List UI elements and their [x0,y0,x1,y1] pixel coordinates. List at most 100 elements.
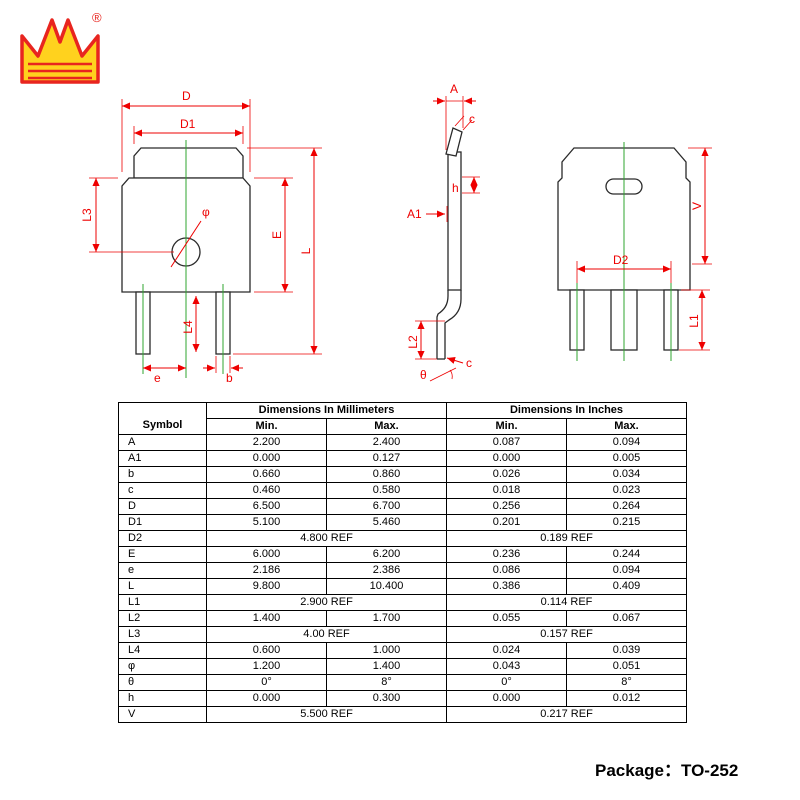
value-cell: 6.200 [326,546,447,563]
value-cell: 8° [326,674,447,691]
value-cell: 0.026 [446,466,567,483]
value-cell: 2.200 [206,434,327,451]
value-cell: 2.386 [326,562,447,579]
symbol-cell: L1 [118,594,207,611]
value-cell: 0.012 [566,690,687,707]
value-cell: 1.700 [326,610,447,627]
dim-label-A: A [450,82,458,96]
value-cell: 0.580 [326,482,447,499]
symbol-cell: E [118,546,207,563]
in-max-header: Max. [566,418,687,435]
back-view: D2 V L1 [557,142,712,361]
value-cell: 0.256 [446,498,567,515]
dim-label-D1: D1 [180,117,196,131]
inches-group-header: Dimensions In Inches [446,402,687,419]
value-cell: 0.094 [566,562,687,579]
dim-label-phi: φ [202,205,210,219]
brand-logo: ® [8,6,108,103]
value-cell: 6.000 [206,546,327,563]
dim-label-A1: A1 [407,207,422,221]
value-cell: 0.264 [566,498,687,515]
symbol-cell: V [118,706,207,723]
value-cell: 10.400 [326,578,447,595]
dim-label-e: e [154,371,161,385]
value-cell: 0.244 [566,546,687,563]
dim-label-h: h [452,181,459,195]
value-cell: 0° [446,674,567,691]
mm-group-header: Dimensions In Millimeters [206,402,447,419]
value-cell: 5.500 REF [206,706,447,723]
dim-label-L3: L3 [80,208,94,222]
registered-trademark-mark: ® [92,10,102,25]
dim-label-L: L [299,247,313,254]
symbol-cell: L [118,578,207,595]
dim-label-c-bottom: c [466,356,472,370]
in-min-header: Min. [446,418,567,435]
value-cell: 0.127 [326,450,447,467]
value-cell: 0.039 [566,642,687,659]
value-cell: 1.000 [326,642,447,659]
brand-logo-icon: ® [20,10,102,84]
value-cell: 6.500 [206,498,327,515]
value-cell: 4.800 REF [206,530,447,547]
symbol-cell: b [118,466,207,483]
value-cell: 0.215 [566,514,687,531]
value-cell: 0.189 REF [446,530,687,547]
value-cell: 0.086 [446,562,567,579]
symbol-cell: c [118,482,207,499]
symbol-cell: φ [118,658,207,675]
symbol-cell: h [118,690,207,707]
symbol-cell: D1 [118,514,207,531]
value-cell: 0.860 [326,466,447,483]
value-cell: 0.034 [566,466,687,483]
value-cell: 0.217 REF [446,706,687,723]
value-cell: 2.900 REF [206,594,447,611]
value-cell: 0.087 [446,434,567,451]
mm-max-header: Max. [326,418,447,435]
symbol-cell: L2 [118,610,207,627]
value-cell: 5.460 [326,514,447,531]
value-cell: 0.600 [206,642,327,659]
value-cell: 0.409 [566,578,687,595]
value-cell: 0.024 [446,642,567,659]
value-cell: 4.00 REF [206,626,447,643]
table-header-row-groups: Symbol Dimensions In Millimeters Dimensi… [118,402,687,435]
value-cell: 0.236 [446,546,567,563]
mm-min-header: Min. [206,418,327,435]
value-cell: 0.660 [206,466,327,483]
dim-label-L4: L4 [181,320,195,334]
symbol-cell: θ [118,674,207,691]
value-cell: 0.018 [446,482,567,499]
dim-label-c-top: c [469,112,475,126]
front-view: φ D D1 L3 E L [80,89,322,385]
symbol-cell: L3 [118,626,207,643]
value-cell: 1.400 [206,610,327,627]
dim-label-L2: L2 [406,335,420,349]
value-cell: 0.000 [206,690,327,707]
value-cell: 0.000 [446,450,567,467]
value-cell: 0° [206,674,327,691]
symbol-cell: D2 [118,530,207,547]
value-cell: 0.023 [566,482,687,499]
value-cell: 0.300 [326,690,447,707]
symbol-cell: D [118,498,207,515]
value-cell: 6.700 [326,498,447,515]
dim-label-V: V [690,202,704,210]
symbol-column-header: Symbol [118,402,207,435]
value-cell: 0.055 [446,610,567,627]
value-cell: 0.051 [566,658,687,675]
dim-label-E: E [270,231,284,239]
value-cell: 2.400 [326,434,447,451]
package-label: Package：TO-252 [595,761,739,780]
technical-drawing: φ D D1 L3 E L [80,82,712,385]
